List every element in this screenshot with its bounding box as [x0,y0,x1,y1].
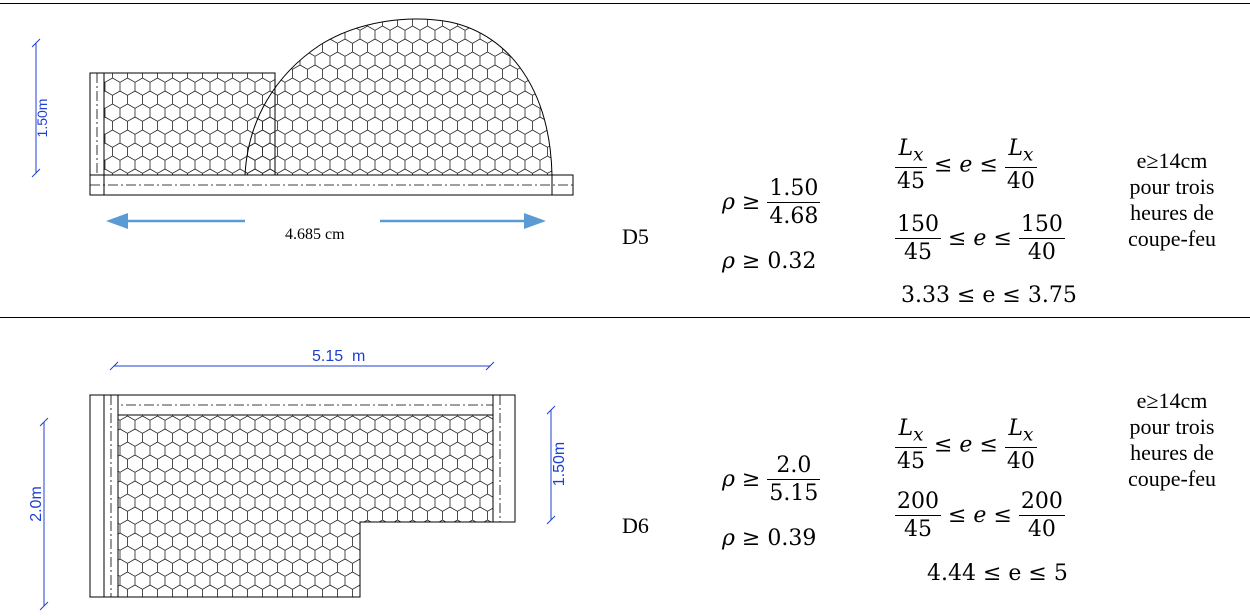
d5-frac2-den: 40 [1006,168,1035,194]
d6-left-height-dimension-label: 2.0m [28,486,45,522]
d5-eq2-num-left: 150 [895,212,941,239]
d6-lx-symbol-right: L [1008,416,1023,441]
table-top-border [0,3,1250,4]
d5-note: e≥14cm pour trois heures de coupe-feu [1092,148,1250,252]
d5-note-line-2: pour trois [1129,174,1215,199]
d6-right-height-dimension-label: 1.50m [551,441,568,487]
d6-note-line-4: coupe-feu [1128,466,1216,491]
d6-eq3: 4.44 ≤ e ≤ 5 [927,561,1068,586]
d6-lx-symbol: L [898,416,914,441]
d6-row-id: D6 [622,513,649,538]
d6-note-line-2: pour trois [1129,414,1215,439]
d5-width-dimension-label: 4.685 cm [285,226,345,243]
d6-eq2-den-right: 40 [1027,517,1056,542]
d5-eq2-den-right: 40 [1027,240,1056,265]
d6-eq2-den-left: 45 [904,517,932,542]
d6-lx-subscript-right: x [1023,424,1034,446]
d5-lx-subscript: x [913,144,924,166]
d5-rho-numerator: 1.50 [767,176,821,203]
d5-rho-value: 0.32 [767,249,817,274]
d5-lx-symbol: L [898,136,914,161]
d6-rho-denominator: 5.15 [769,481,819,506]
d5-slab-drawing [31,18,574,229]
d5-eq2-den-left: 45 [904,240,932,265]
d6-width-dimension-label: 5.15 m [312,348,366,365]
d5-frac1-den: 45 [897,168,925,194]
d6-frac2-den: 40 [1006,448,1035,474]
d5-eq3: 3.33 ≤ e ≤ 3.75 [901,283,1077,308]
d5-note-line-1: e≥14cm [1136,148,1208,173]
d6-frac1-den: 45 [897,448,925,474]
d6-note-line-3: heures de [1130,440,1214,465]
d6-note: e≥14cm pour trois heures de coupe-feu [1092,388,1250,492]
d5-row-id: D5 [622,224,649,249]
d6-rho-numerator: 2.0 [767,455,821,480]
d5-lx-symbol-right: L [1008,136,1023,161]
d5-rho-denominator: 4.68 [769,204,819,229]
d5-eq2-num-right: 150 [1018,212,1065,239]
d5-note-line-3: heures de [1130,200,1214,225]
d6-eq2-num-right: 200 [1018,489,1065,516]
d5-lx-subscript-right: x [1023,144,1034,166]
d6-note-line-1: e≥14cm [1136,388,1208,413]
d6-rho-value: 0.39 [767,526,817,551]
d6-eq2-num-left: 200 [895,489,941,516]
d5-note-line-4: coupe-feu [1128,226,1216,251]
d5-height-dimension-label: 1.50m [34,98,50,138]
row-separator [0,317,1250,318]
d6-slab-drawing [39,361,556,611]
d6-lx-subscript: x [913,424,924,446]
